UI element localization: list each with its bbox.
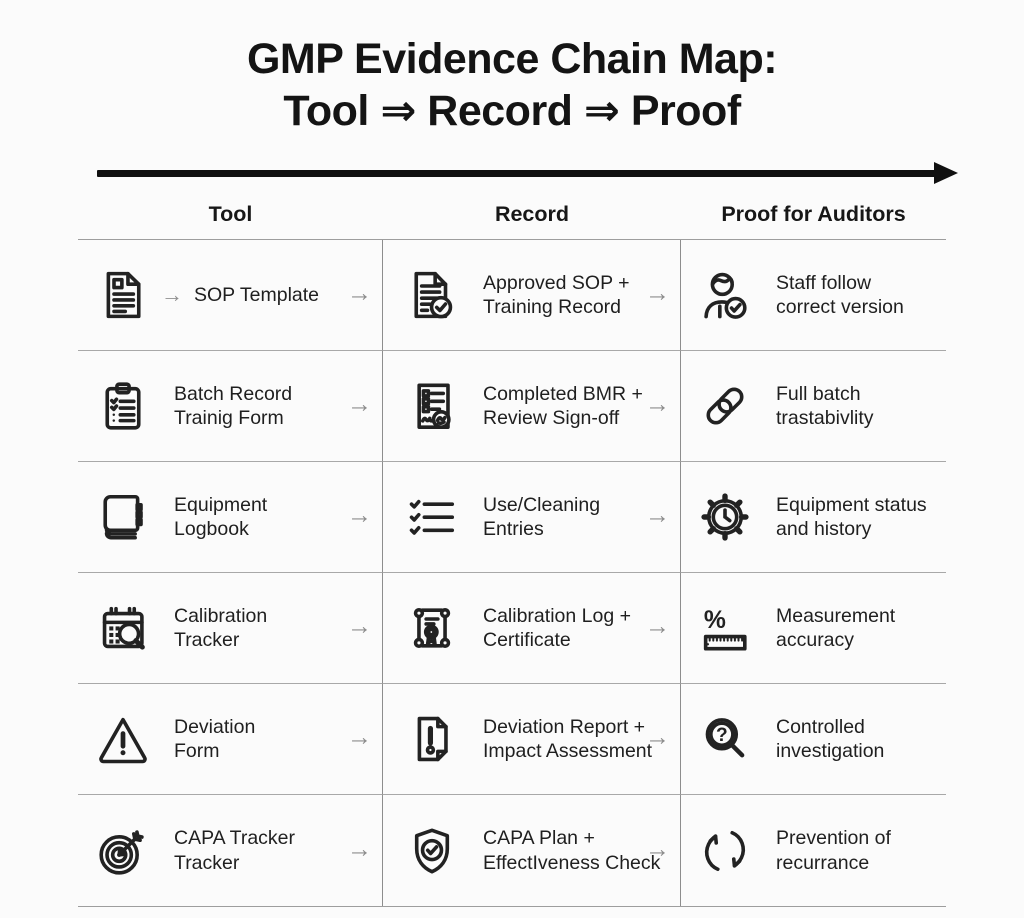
cell-record-row4: Calibration Log + Certificate →	[383, 573, 681, 684]
column-header-tool: Tool	[208, 202, 253, 226]
record-label: CAPA Plan + EffectIveness Check	[483, 827, 661, 874]
cell-proof-row4: % Measurement accuracy	[681, 573, 946, 684]
person-check-icon	[698, 268, 752, 322]
cycle-arrows-icon	[698, 824, 752, 878]
evidence-table: → SOP Template → Approved SOP + Training…	[78, 239, 946, 907]
arrow-right-icon: →	[645, 611, 670, 640]
document-check-icon	[405, 268, 459, 322]
svg-text:%: %	[704, 607, 726, 634]
tool-label: SOP Template	[194, 283, 320, 306]
arrow-right-icon: →	[347, 278, 372, 307]
proof-label: Measurement accuracy	[776, 604, 896, 651]
cell-tool-row3: Equipment Logbook →	[78, 462, 383, 573]
flow-arrow	[97, 162, 958, 184]
proof-label: Prevention of recurrance	[776, 827, 891, 874]
document-exclamation-icon	[405, 712, 459, 766]
proof-label: Full batch trastabivlity	[776, 382, 874, 429]
column-header-record: Record	[494, 202, 570, 226]
record-label: Calibration Log + Certificate	[483, 604, 631, 651]
cell-record-row3: Use/Cleaning Entries →	[383, 462, 681, 573]
shield-check-icon	[405, 824, 459, 878]
clipboard-checklist-icon	[96, 379, 150, 433]
arrow-right-icon: →	[347, 722, 372, 751]
record-label: Approved SOP + Training Record	[483, 271, 630, 318]
warning-triangle-icon	[96, 712, 150, 766]
document-icon	[96, 268, 150, 322]
certificate-icon	[405, 601, 459, 655]
cell-tool-row1: → SOP Template →	[78, 240, 383, 351]
cell-tool-row6: CAPA Tracker Tracker →	[78, 795, 383, 906]
cell-tool-row2: Batch Record Trainig Form →	[78, 351, 383, 462]
arrow-right-icon: →	[161, 282, 183, 307]
cell-tool-row4: Calibration Tracker →	[78, 573, 383, 684]
cell-record-row5: Deviation Report + Impact Assessment →	[383, 684, 681, 795]
column-headers: Tool Record Proof for Auditors	[78, 202, 946, 227]
calendar-search-icon	[96, 601, 150, 655]
cell-proof-row2: Full batch trastabivlity	[681, 351, 946, 462]
proof-label: Staff follow correct version	[776, 271, 904, 318]
record-label: Deviation Report + Impact Assessment	[483, 715, 653, 762]
checklist-entries-icon	[405, 490, 459, 544]
arrow-right-icon: →	[645, 834, 670, 863]
record-label: Completed BMR + Review Sign-off	[483, 382, 643, 429]
arrow-right-icon: →	[645, 389, 670, 418]
arrow-right-icon: →	[347, 611, 372, 640]
arrow-right-icon: →	[645, 500, 670, 529]
column-header-proof: Proof for Auditors	[721, 202, 906, 226]
arrow-right-icon: →	[347, 389, 372, 418]
arrow-right-icon: →	[645, 722, 670, 751]
cell-record-row1: Approved SOP + Training Record →	[383, 240, 681, 351]
target-dart-icon	[96, 824, 150, 878]
gear-clock-icon	[698, 490, 752, 544]
tool-label: Equipment Logbook	[174, 493, 268, 540]
tool-label: Deviation Form	[174, 715, 256, 762]
cell-proof-row3: Equipment status and history	[681, 462, 946, 573]
cell-proof-row5: ? Controlled investigation	[681, 684, 946, 795]
form-signoff-icon	[405, 379, 459, 433]
cell-record-row6: CAPA Plan + EffectIveness Check →	[383, 795, 681, 906]
record-label: Use/Cleaning Entries	[483, 493, 601, 540]
cell-record-row2: Completed BMR + Review Sign-off →	[383, 351, 681, 462]
cell-proof-row1: Staff follow correct version	[681, 240, 946, 351]
arrow-right-icon: →	[347, 500, 372, 529]
tool-label: Calibration Tracker	[174, 604, 268, 651]
cell-tool-row5: Deviation Form →	[78, 684, 383, 795]
arrow-right-icon: →	[347, 834, 372, 863]
page-title: GMP Evidence Chain Map: Tool ⇒ Record ⇒ …	[0, 33, 1024, 138]
arrow-right-icon: →	[645, 278, 670, 307]
magnifier-question-icon: ?	[698, 712, 752, 766]
logbook-icon	[96, 490, 150, 544]
svg-text:?: ?	[716, 725, 728, 746]
chain-link-icon	[698, 379, 752, 433]
page-title-line2: Tool ⇒ Record ⇒ Proof	[283, 87, 741, 136]
tool-label: CAPA Tracker Tracker	[174, 827, 296, 874]
cell-proof-row6: Prevention of recurrance	[681, 795, 946, 906]
tool-label: Batch Record Trainig Form	[174, 382, 293, 429]
percent-ruler-icon: %	[698, 601, 752, 655]
proof-label: Controlled investigation	[776, 715, 885, 762]
page-title-line1: GMP Evidence Chain Map:	[246, 35, 778, 83]
proof-label: Equipment status and history	[776, 493, 927, 540]
